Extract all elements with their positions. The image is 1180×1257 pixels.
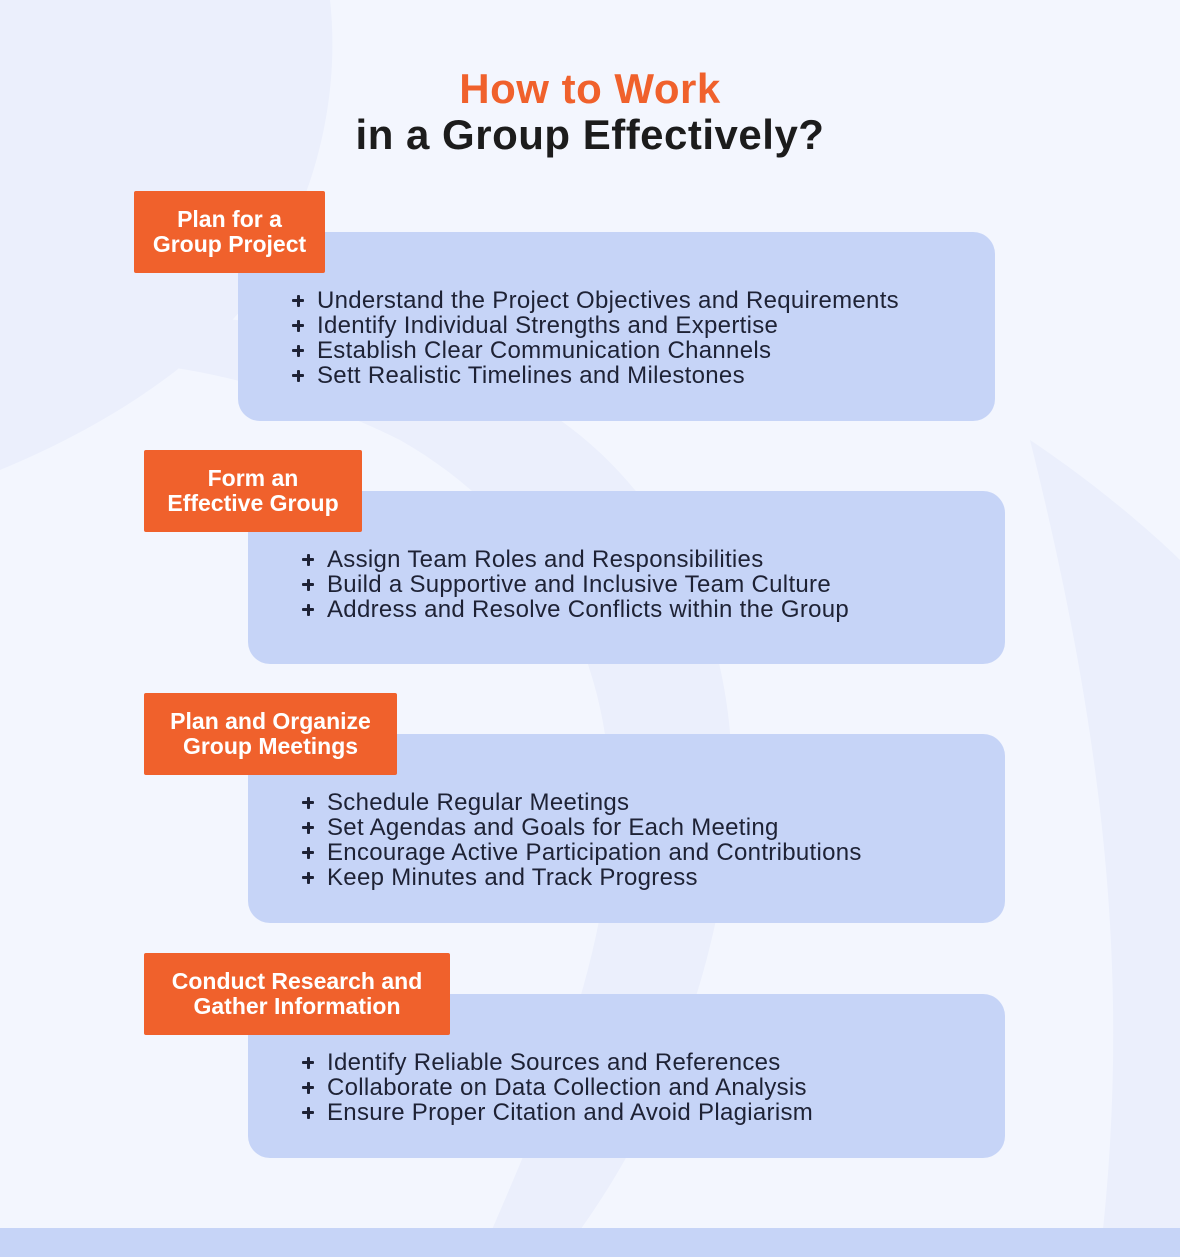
footer-band	[0, 1228, 1180, 1257]
section-heading-line1: Conduct Research and	[171, 968, 423, 994]
plus-icon	[302, 553, 314, 566]
list-item: Identify Individual Strengths and Expert…	[292, 311, 899, 339]
plus-icon	[292, 294, 304, 307]
plus-icon	[302, 796, 314, 809]
list-item-label: Schedule Regular Meetings	[327, 788, 630, 816]
plus-icon	[302, 846, 314, 859]
section-panel	[238, 232, 995, 421]
list-item: Keep Minutes and Track Progress	[302, 863, 862, 891]
list-item-label: Identify Individual Strengths and Expert…	[317, 311, 779, 339]
plus-icon	[292, 369, 304, 382]
list-item: Understand the Project Objectives and Re…	[292, 286, 899, 314]
list-item-label: Establish Clear Communication Channels	[317, 336, 772, 364]
plus-icon	[302, 603, 314, 616]
plus-icon	[302, 1106, 314, 1119]
title-line-main: in a Group Effectively?	[355, 111, 825, 158]
list-item: Collaborate on Data Collection and Analy…	[302, 1073, 813, 1101]
section-heading-line2: Gather Information	[193, 993, 401, 1019]
section-heading-line2: Effective Group	[167, 490, 339, 516]
list-item-label: Assign Team Roles and Responsibilities	[327, 545, 764, 573]
list-item-label: Sett Realistic Timelines and Milestones	[317, 361, 745, 389]
list-item-label: Encourage Active Participation and Contr…	[327, 838, 862, 866]
section-item-list: Assign Team Roles and Responsibilities B…	[302, 545, 850, 623]
section-heading-line1: Form an	[207, 465, 299, 491]
list-item: Address and Resolve Conflicts within the…	[302, 595, 850, 623]
section-heading-line1: Plan for a	[177, 206, 282, 232]
section-item-list: Schedule Regular Meetings Set Agendas an…	[302, 788, 862, 891]
list-item-label: Keep Minutes and Track Progress	[327, 863, 698, 891]
section-item-list: Understand the Project Objectives and Re…	[292, 286, 899, 389]
section-panel	[248, 491, 1005, 664]
section-heading: Plan and Organize Group Meetings	[144, 693, 397, 775]
plus-icon	[292, 344, 304, 357]
section-heading: Conduct Research and Gather Information	[144, 953, 450, 1035]
list-item: Sett Realistic Timelines and Milestones	[292, 361, 899, 389]
section-item-list: Identify Reliable Sources and References…	[302, 1048, 814, 1126]
section-heading: Form an Effective Group	[144, 450, 362, 532]
section-heading-line2: Group Meetings	[182, 733, 359, 759]
plus-icon	[302, 578, 314, 591]
list-item-label: Identify Reliable Sources and References	[327, 1048, 781, 1076]
list-item: Schedule Regular Meetings	[302, 788, 862, 816]
page-title: How to Work in a Group Effectively?	[0, 66, 1180, 158]
list-item: Establish Clear Communication Channels	[292, 336, 899, 364]
list-item-label: Set Agendas and Goals for Each Meeting	[327, 813, 779, 841]
list-item: Set Agendas and Goals for Each Meeting	[302, 813, 862, 841]
list-item: Ensure Proper Citation and Avoid Plagiar…	[302, 1098, 814, 1126]
list-item: Assign Team Roles and Responsibilities	[302, 545, 849, 573]
section-heading-line2: Group Project	[152, 231, 307, 257]
section-heading-line1: Plan and Organize	[170, 708, 371, 734]
list-item-label: Collaborate on Data Collection and Analy…	[327, 1073, 807, 1101]
title-line-highlight: How to Work	[459, 65, 721, 112]
plus-icon	[292, 319, 304, 332]
list-item-label: Build a Supportive and Inclusive Team Cu…	[327, 570, 831, 598]
plus-icon	[302, 871, 314, 884]
section-heading: Plan for a Group Project	[134, 191, 325, 273]
list-item: Build a Supportive and Inclusive Team Cu…	[302, 570, 849, 598]
list-item: Identify Reliable Sources and References	[302, 1048, 813, 1076]
list-item: Encourage Active Participation and Contr…	[302, 838, 862, 866]
plus-icon	[302, 1081, 314, 1094]
plus-icon	[302, 821, 314, 834]
list-item-label: Ensure Proper Citation and Avoid Plagiar…	[327, 1098, 814, 1126]
list-item-label: Understand the Project Objectives and Re…	[317, 286, 899, 314]
plus-icon	[302, 1056, 314, 1069]
list-item-label: Address and Resolve Conflicts within the…	[327, 595, 850, 623]
